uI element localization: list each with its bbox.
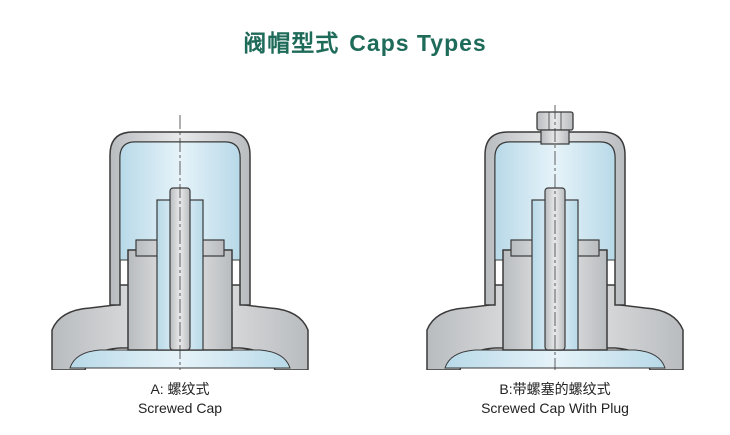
caption-a: A: 螺纹式 Screwed Cap <box>80 380 280 418</box>
title-en: Caps Types <box>349 30 487 56</box>
caption-a-cn: A: 螺纹式 <box>150 381 210 397</box>
page-title: 阀帽型式 Caps Types <box>0 24 730 58</box>
figure-screwed-cap-with-plug <box>426 105 684 370</box>
caption-b-cn: B:带螺塞的螺纹式 <box>499 381 611 397</box>
caption-a-en: Screwed Cap <box>137 400 223 416</box>
caption-b-en: Screwed Cap With Plug <box>481 400 629 416</box>
caption-b: B:带螺塞的螺纹式 Screwed Cap With Plug <box>435 380 675 418</box>
figure-screwed-cap <box>51 115 309 370</box>
title-cn: 阀帽型式 <box>243 31 340 57</box>
